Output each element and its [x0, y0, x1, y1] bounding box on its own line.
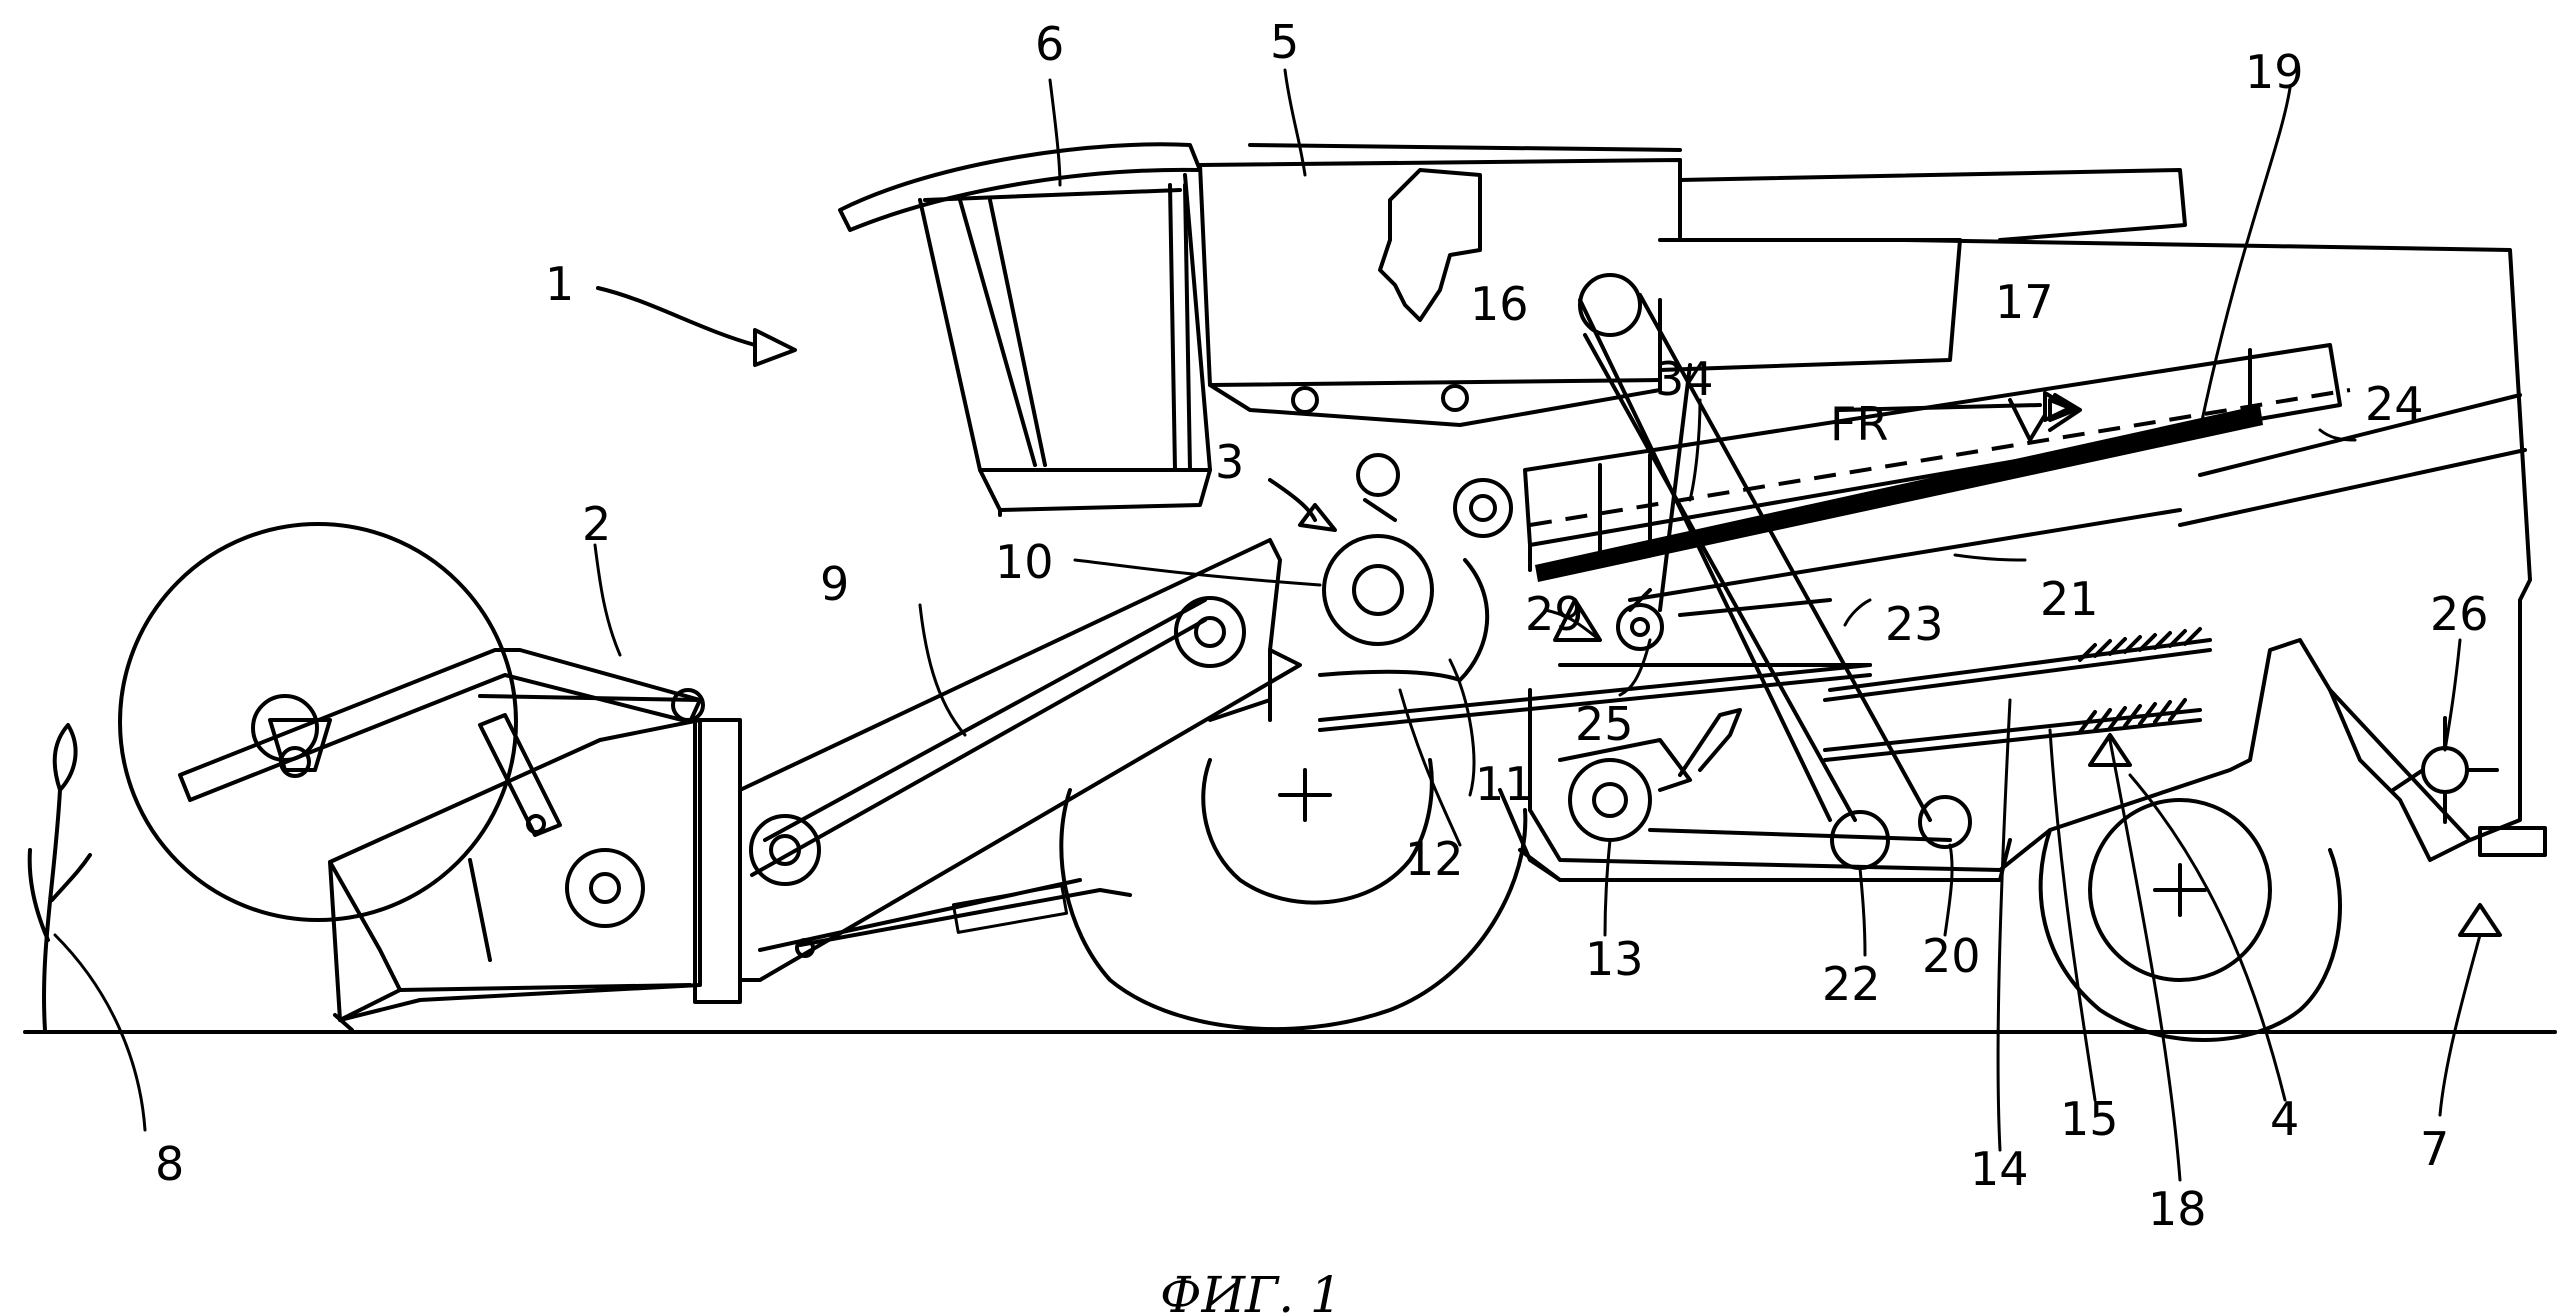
reference-arrows	[596, 286, 2502, 937]
combine-body	[1208, 238, 2532, 882]
ref-label-6: 6	[1035, 17, 1064, 71]
ref-label-25: 25	[1575, 697, 1634, 751]
roller-29	[1553, 588, 1664, 651]
grain-pan	[1268, 663, 1872, 732]
ref-label-12: 12	[1405, 832, 1464, 886]
ref-label-4: 4	[2270, 1092, 2299, 1146]
ref-label-24: 24	[2365, 377, 2424, 431]
ref-label-20: 20	[1922, 929, 1981, 983]
grain-tank	[1198, 143, 2187, 427]
ref-label-21: 21	[2040, 572, 2099, 626]
ref-label-7: 7	[2420, 1122, 2449, 1176]
ref-label-2: 2	[582, 497, 611, 551]
ref-label-1: 1	[545, 257, 574, 311]
ref-label-9: 9	[820, 557, 849, 611]
ref-label-19: 19	[2245, 45, 2304, 99]
threshing-rotor	[1318, 453, 1513, 682]
leader-lines	[53, 68, 2482, 1182]
cab	[838, 142, 1212, 517]
feederhouse	[738, 538, 1302, 982]
reel	[118, 522, 702, 922]
straw-chopper	[2328, 688, 2547, 857]
ref-label-10: 10	[995, 535, 1054, 589]
front-wheel	[1059, 758, 1528, 1032]
augers	[1830, 795, 1972, 870]
ref-label-5: 5	[1270, 15, 1299, 69]
crop-plant	[27, 723, 92, 1032]
ref-label-8: 8	[155, 1137, 184, 1191]
ref-label-3: 3	[1215, 435, 1244, 489]
sieves	[1558, 598, 2212, 762]
ref-label-23: 23	[1885, 597, 1944, 651]
ref-label-29: 29	[1525, 587, 1584, 641]
rear-wheel	[2038, 798, 2342, 1042]
header	[328, 688, 742, 1032]
ref-label-14: 14	[1970, 1142, 2029, 1196]
ref-label-22: 22	[1822, 957, 1881, 1011]
ref-label-15: 15	[2060, 1092, 2119, 1146]
ref-label-18: 18	[2148, 1182, 2207, 1236]
ref-label-34: 34	[1655, 352, 1714, 406]
ref-label-17: 17	[1995, 275, 2054, 329]
ref-label-11: 11	[1475, 757, 1534, 811]
ref-label-13: 13	[1585, 932, 1644, 986]
figure-caption: ФИГ. 1	[1160, 1266, 1342, 1314]
ref-label-fr: FR	[1830, 397, 1888, 451]
ref-label-26: 26	[2430, 587, 2489, 641]
ref-label-16: 16	[1470, 277, 1529, 331]
straw-walkers	[1523, 343, 2351, 602]
